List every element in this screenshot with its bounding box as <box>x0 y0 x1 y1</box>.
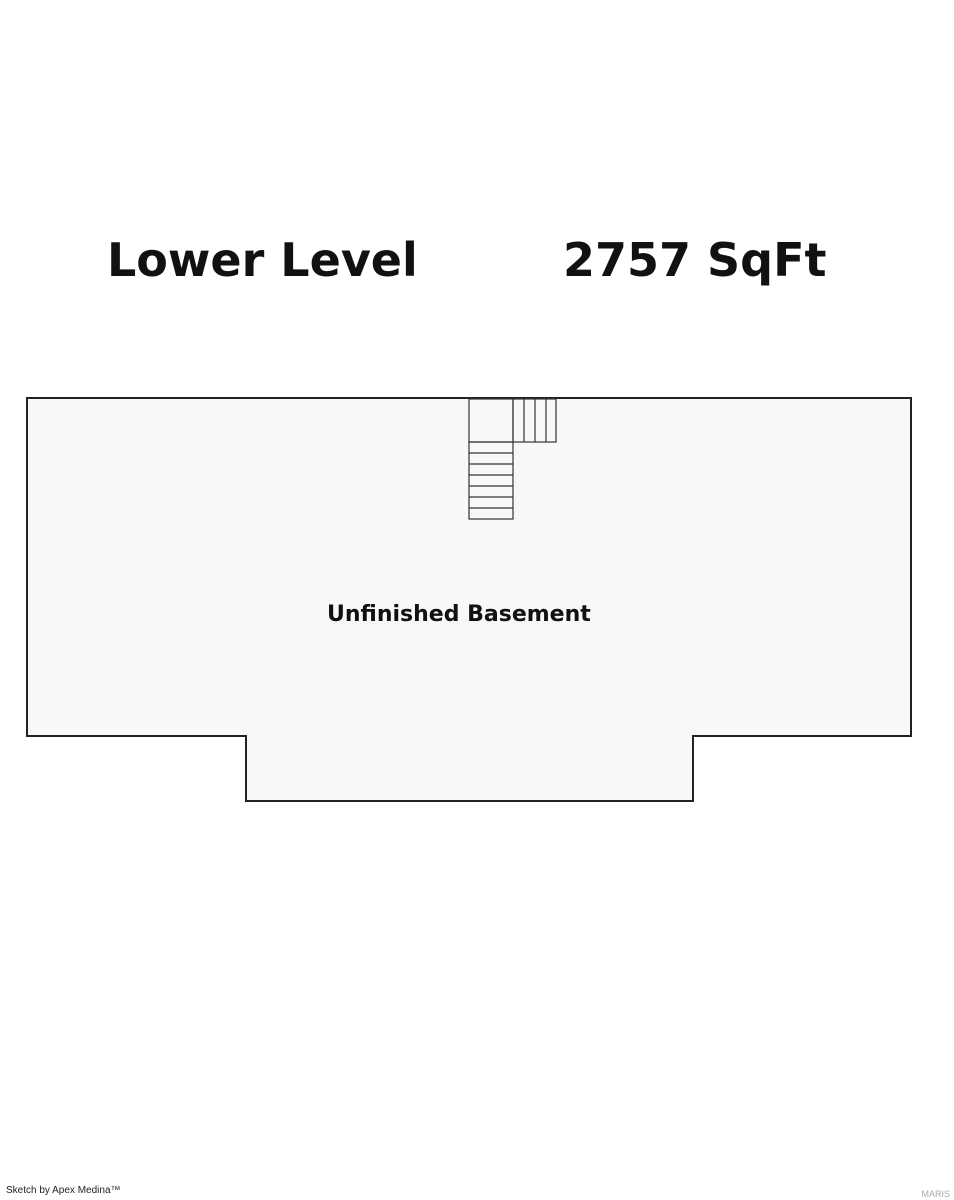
stairs-icon <box>468 398 557 520</box>
area-sqft: 2757 SqFt <box>563 233 827 287</box>
sketch-credit: Sketch by Apex Medina™ <box>6 1185 121 1196</box>
level-title: Lower Level <box>107 233 418 287</box>
basement-outline <box>26 397 912 802</box>
watermark: MARIS <box>921 1189 950 1199</box>
room-label-unfinished-basement: Unfinished Basement <box>327 602 591 627</box>
